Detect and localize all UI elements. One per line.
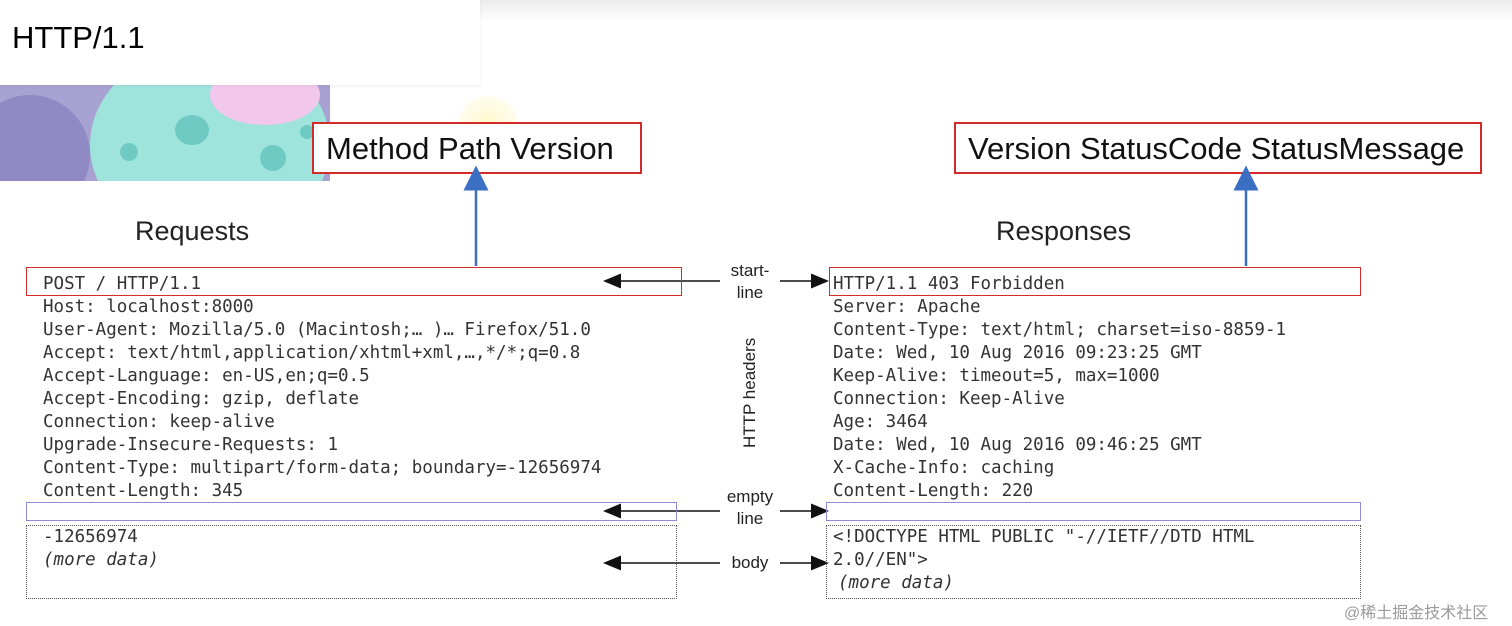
- response-header-line: Server: Apache: [833, 297, 981, 317]
- response-empty-line-box: [826, 502, 1361, 521]
- request-header-line: Content-Type: multipart/form-data; bound…: [43, 458, 602, 478]
- responses-heading: Responses: [996, 216, 1132, 246]
- request-body-line: -12656974: [43, 527, 138, 547]
- request-header-line: User-Agent: Mozilla/5.0 (Macintosh;… )… …: [43, 320, 591, 340]
- response-body-box: [826, 525, 1361, 599]
- watermark: @稀土掘金技术社区: [1344, 605, 1489, 622]
- requests-heading: Requests: [135, 216, 250, 246]
- response-header-line: Connection: Keep-Alive: [833, 389, 1065, 409]
- start-line-label: start-line: [730, 261, 770, 302]
- request-header-line: Upgrade-Insecure-Requests: 1: [43, 435, 339, 455]
- request-body-line: (more data): [43, 550, 159, 570]
- response-start-line-callout: Version StatusCode StatusMessage: [954, 122, 1482, 174]
- request-header-line: Content-Length: 345: [43, 481, 244, 501]
- slide-title: HTTP/1.1: [12, 20, 145, 55]
- response-header-line: Date: Wed, 10 Aug 2016 09:23:25 GMT: [833, 343, 1202, 363]
- response-header-line: Content-Length: 220: [833, 481, 1034, 501]
- response-header-line: Date: Wed, 10 Aug 2016 09:46:25 GMT: [833, 435, 1202, 455]
- response-body-line: (more data): [838, 573, 954, 593]
- request-header-line: Accept-Language: en-US,en;q=0.5: [43, 366, 370, 386]
- http-headers-label: HTTP headers: [740, 337, 759, 448]
- title-card: HTTP/1.1: [0, 0, 480, 85]
- request-header-line: Accept: text/html,application/xhtml+xml,…: [43, 343, 581, 363]
- request-start-line-callout: Method Path Version: [312, 122, 642, 174]
- response-start-line-box: [829, 267, 1361, 296]
- response-body-line: 2.0//EN">: [833, 550, 928, 570]
- body-label: body: [731, 553, 769, 572]
- request-header-line: Connection: keep-alive: [43, 412, 275, 432]
- response-header-line: Keep-Alive: timeout=5, max=1000: [833, 366, 1160, 386]
- decorative-bubbles-image: [0, 85, 330, 181]
- request-empty-line-box: [26, 502, 677, 521]
- top-shadow: [480, 0, 1512, 22]
- request-body-box: [26, 525, 677, 599]
- response-header-line: Age: 3464: [833, 412, 928, 432]
- request-start-line: POST / HTTP/1.1: [43, 274, 202, 294]
- response-header-line: X-Cache-Info: caching: [833, 458, 1055, 478]
- request-start-line-box: [26, 267, 682, 296]
- request-header-line: Accept-Encoding: gzip, deflate: [43, 389, 360, 409]
- response-body-line: <!DOCTYPE HTML PUBLIC "-//IETF//DTD HTML: [833, 527, 1255, 547]
- response-start-line: HTTP/1.1 403 Forbidden: [833, 274, 1065, 294]
- request-header-line: Host: localhost:8000: [43, 297, 254, 317]
- response-header-line: Content-Type: text/html; charset=iso-885…: [833, 320, 1287, 340]
